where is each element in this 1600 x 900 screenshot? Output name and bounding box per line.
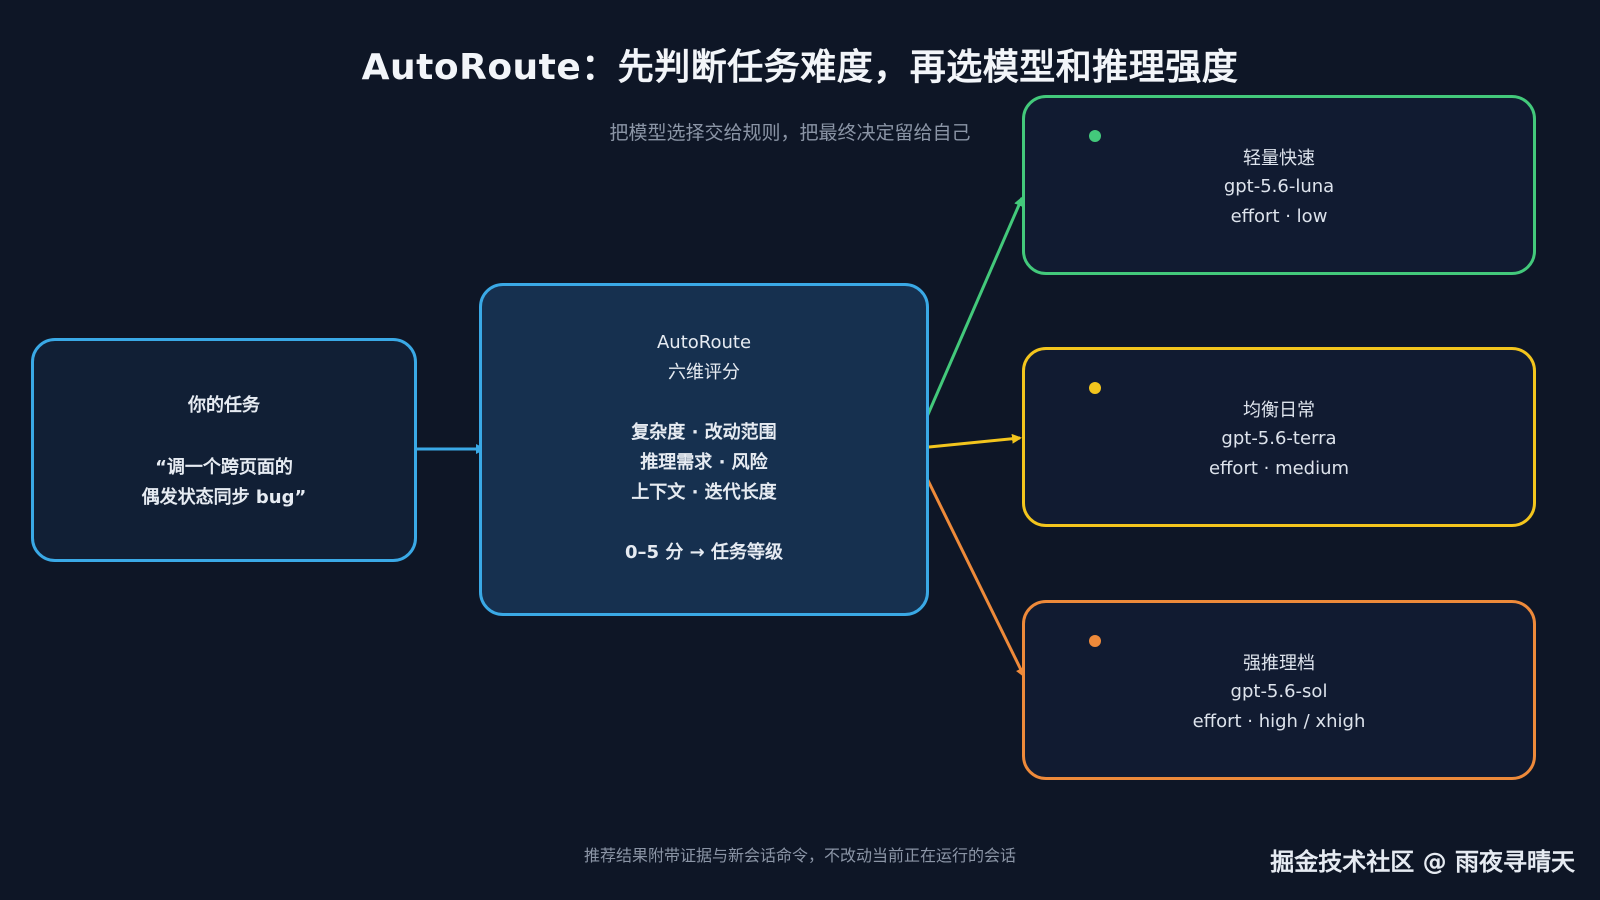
tier-effort: effort · high / xhigh [1192, 711, 1366, 732]
tier-effort: effort · low [1230, 206, 1328, 227]
page-title: AutoRoute：先判断任务难度，再选模型和推理强度 [361, 47, 1239, 88]
tier-box-low: 轻量快速 gpt-5.6-luna effort · low [1022, 95, 1536, 275]
task-quote-line-2: 偶发状态同步 bug” [141, 487, 307, 508]
task-quote-line-1: “调一个跨页面的 [155, 457, 293, 478]
arrow-router-to-high [914, 455, 1026, 678]
footer-note: 推荐结果附带证据与新会话命令，不改动当前正在运行的会话 [583, 846, 1016, 865]
tier-box-medium: 均衡日常 gpt-5.6-terra effort · medium [1022, 347, 1536, 527]
page-subtitle: 把模型选择交给规则，把最终决定留给自己 [609, 122, 971, 144]
tier-model: gpt-5.6-luna [1223, 176, 1335, 197]
router-dimensions-line-2: 推理需求 · 风险 [640, 452, 768, 473]
router-dimensions-line-1: 复杂度 · 改动范围 [631, 422, 777, 443]
tier-label: 轻量快速 [1243, 148, 1315, 169]
tier-dot-icon [1089, 635, 1101, 647]
router-name: AutoRoute [656, 332, 752, 353]
tier-effort: effort · medium [1208, 458, 1350, 479]
tier-dot-icon [1089, 382, 1101, 394]
tier-box-high: 强推理档 gpt-5.6-sol effort · high / xhigh [1022, 600, 1536, 780]
router-dimensions-line-3: 上下文 · 迭代长度 [631, 482, 777, 503]
task-heading: 你的任务 [188, 395, 260, 416]
watermark: 掘金技术社区 @ 雨夜寻晴天 [1270, 848, 1575, 876]
arrow-router-to-medium [918, 433, 1022, 450]
router-score: 0–5 分 → 任务等级 [625, 542, 783, 563]
tier-label: 强推理档 [1243, 653, 1315, 674]
tier-dot-icon [1089, 130, 1101, 142]
tier-model: gpt-5.6-terra [1221, 428, 1337, 449]
tier-model: gpt-5.6-sol [1230, 681, 1328, 702]
tier-label: 均衡日常 [1243, 400, 1315, 421]
arrow-router-to-low [914, 196, 1024, 443]
autoroute-box: AutoRoute 六维评分 复杂度 · 改动范围 推理需求 · 风险 上下文 … [479, 283, 929, 616]
task-box: 你的任务 “调一个跨页面的 偶发状态同步 bug” [31, 338, 417, 562]
router-subtitle: 六维评分 [668, 362, 740, 383]
